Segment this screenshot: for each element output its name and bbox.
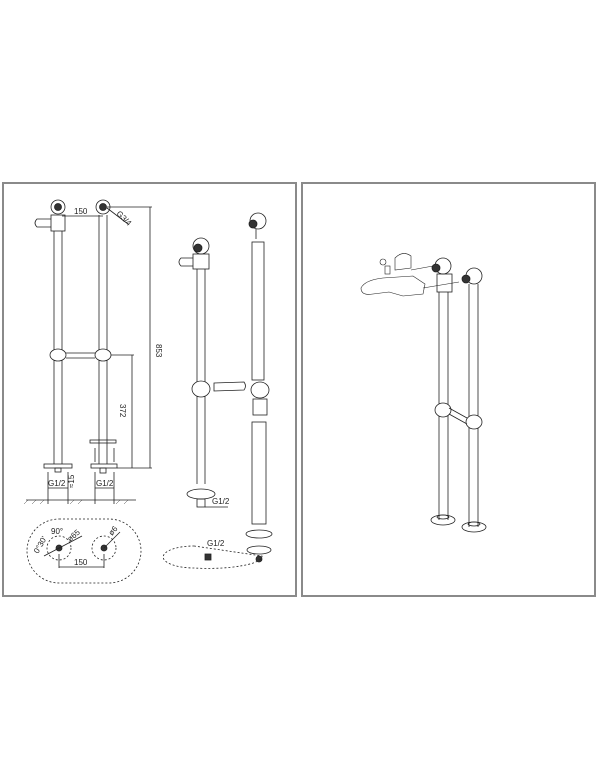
right-standpipe — [89, 199, 118, 474]
left-standpipe — [34, 199, 73, 473]
exploded-view-pipe-2 — [162, 212, 273, 569]
dim-spacing-top: 150 — [74, 207, 88, 216]
dim-thread-exploded-1: G1/2 — [212, 497, 230, 506]
dim-spacing-bottom: 150 — [74, 558, 88, 567]
dim-total-height: 853 — [154, 344, 163, 358]
dim-angle: 90° — [51, 527, 63, 536]
dim-offset: 0°30' — [32, 534, 49, 555]
dim-bridge-height: 372 — [118, 404, 127, 418]
dim-thread-bottom-right: G1/2 — [96, 479, 114, 488]
panel-isometric-view — [301, 182, 596, 597]
mixer-tap — [360, 253, 460, 297]
plan-view — [26, 518, 142, 584]
dim-diameter-flange: ø65 — [66, 527, 83, 543]
isometric-pipe-right — [461, 267, 487, 533]
dim-thread-top: G3/4 — [115, 209, 134, 228]
dim-diameter-hole: ø6 — [107, 524, 120, 537]
exploded-view-pipe-1 — [178, 237, 246, 508]
dim-thread-exploded-2: G1/2 — [207, 539, 225, 548]
panel-technical-drawing: 150 G3/4 853 372 G1/2 G1/2 ≈15 90° 0°30'… — [2, 182, 297, 597]
isometric-view-svg — [360, 253, 487, 533]
technical-drawing-svg: 150 G3/4 853 372 G1/2 G1/2 ≈15 90° 0°30'… — [23, 199, 273, 584]
dim-protrusion: ≈15 — [67, 474, 76, 488]
isometric-pipe-left — [430, 257, 456, 526]
dim-thread-bottom-left: G1/2 — [48, 479, 66, 488]
